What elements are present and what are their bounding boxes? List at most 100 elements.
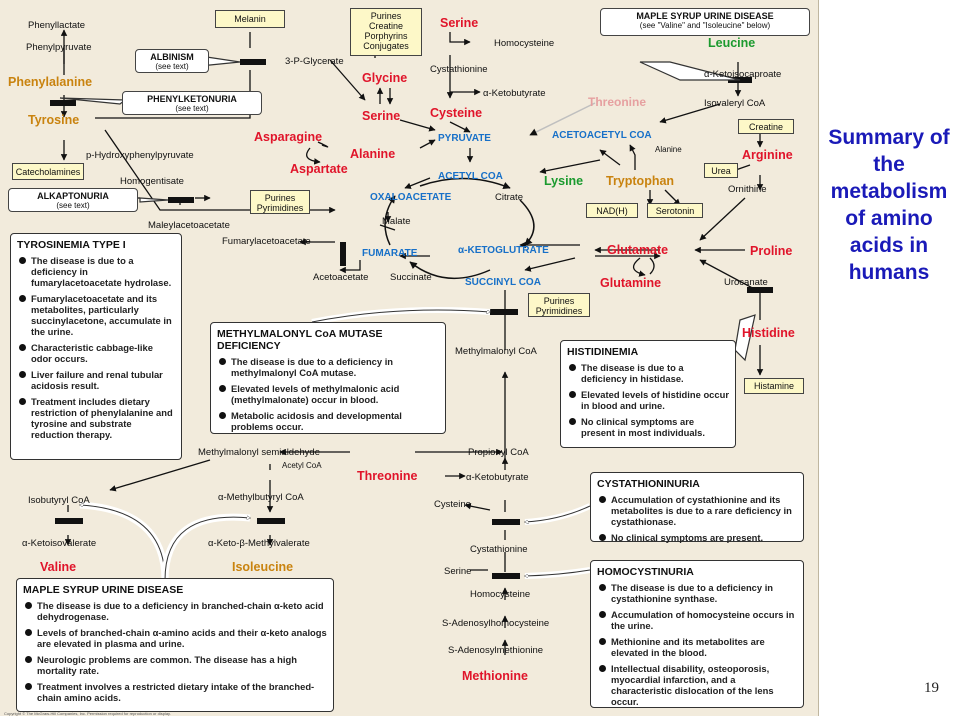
alkaptonuria-title: ALKAPTONURIA — [37, 191, 109, 201]
glycine-label: Glycine — [362, 71, 407, 85]
tyrosine-label: Tyrosine — [28, 113, 79, 127]
creatine-top-line: Creatine — [368, 21, 404, 31]
copyright-notice: Copyright © The McGraw-Hill Companies, I… — [4, 711, 171, 716]
pathway-lines — [60, 29, 764, 655]
homocystinuria-item: Methionine and its metabolites are eleva… — [599, 636, 797, 658]
citrate-label: Citrate — [495, 192, 523, 203]
urea-box: Urea — [704, 163, 738, 178]
lysine-label: Lysine — [544, 174, 583, 188]
central-metabolite-labels: PYRUVATE ACETOACETYL COA ACETYL COA OXAL… — [362, 130, 652, 288]
succinate-label: Succinate — [390, 272, 432, 283]
methylmalonyl-coa-label: Methylmalonyl CoA — [455, 346, 537, 357]
page-number: 19 — [924, 680, 939, 696]
phenyl-amino-acid-labels: Phenylalanine Tyrosine Tryptophan Isoleu… — [8, 75, 674, 574]
threonine-faded-arrow — [529, 102, 596, 136]
tryptophan-label: Tryptophan — [606, 174, 674, 188]
alkaptonuria-sub: (see text) — [56, 201, 90, 210]
purines-mid-line: Purines — [264, 193, 296, 203]
homocystinuria-item: The disease is due to a deficiency in cy… — [599, 582, 797, 604]
purines-top-line: Purines — [370, 11, 402, 21]
methylmalonyl-semialdehyde-label: Methylmalonyl semialdehyde — [198, 447, 320, 458]
fumarylacetoacetate-label: Fumarylacetoacetate — [222, 236, 311, 247]
tyrosinemia-item: Liver failure and renal tubular acidosis… — [19, 369, 175, 391]
tca-cycle — [384, 177, 535, 280]
serine-mid-label: Serine — [362, 109, 400, 123]
glutamate-label: Glutamate — [607, 243, 668, 257]
homocystinuria-box: HOMOCYSTINURIA The disease is due to a d… — [590, 560, 804, 708]
ornithine-label: Ornithine — [728, 184, 767, 195]
cystathionine-top-label: Cystathionine — [430, 64, 488, 75]
propionyl-coa-label: Propionyl CoA — [468, 447, 529, 458]
proline-label: Proline — [750, 244, 792, 258]
ketoisovalerate-label: α-Ketoisovalerate — [22, 538, 96, 549]
albinism-title: ALBINISM — [150, 52, 194, 62]
cystathionine-low-label: Cystathionine — [470, 544, 528, 555]
purines-top-box: Purines Creatine Porphyrins Conjugates — [350, 8, 422, 56]
acetyl-coa-small-label: Acetyl CoA — [282, 461, 322, 470]
ketobutyrate-low-label: α-Ketobutyrate — [466, 472, 529, 483]
histidinemia-box: HISTIDINEMIA The disease is due to a def… — [560, 340, 736, 448]
cystathioninuria-title: CYSTATHIONINURIA — [597, 478, 700, 490]
mma-box: METHYLMALONYL CoA MUTASE DEFICIENCY The … — [210, 322, 446, 434]
alkaptonuria-label-box: ALKAPTONURIA (see text) — [8, 188, 138, 212]
asparagine-label: Asparagine — [254, 130, 322, 144]
green-amino-acid-labels: Leucine Lysine — [544, 36, 755, 188]
serine-top-label: Serine — [440, 16, 478, 30]
fumarate-label: FUMARATE — [362, 248, 418, 259]
mma-item: The disease is due to a deficiency in me… — [219, 356, 439, 378]
acetoacetyl-coa-label: ACETOACETYL COA — [552, 130, 652, 141]
homocystinuria-item: Accumulation of homocysteine occurs in t… — [599, 609, 797, 631]
phenylpyruvate-label: Phenylpyruvate — [26, 42, 91, 53]
oxaloacetate-label: OXALOACETATE — [370, 192, 452, 203]
mma-item: Elevated levels of methylmalonic acid (m… — [219, 383, 439, 405]
ketobutyrate-top-label: α-Ketobutyrate — [483, 88, 546, 99]
homocystinuria-item: Intellectual disability, osteoporosis, m… — [599, 663, 797, 707]
pyrimidines-mid-line: Pyrimidines — [256, 203, 304, 213]
serotonin-box: Serotonin — [647, 203, 703, 218]
mma-title: METHYLMALONYL CoA MUTASE DEFICIENCY — [217, 328, 383, 352]
msud-bottom-title: MAPLE SYRUP URINE DISEASE — [23, 584, 184, 596]
creatine-box: Creatine — [738, 119, 794, 134]
purines-low-box: Purines Pyrimidines — [528, 293, 590, 317]
msud-bottom-item: Levels of branched-chain α-amino acids a… — [25, 627, 327, 649]
pku-title: PHENYLKETONURIA — [147, 94, 237, 104]
serine-low-label: Serine — [444, 566, 471, 577]
msud-top-title: MAPLE SYRUP URINE DISEASE — [636, 11, 774, 21]
leucine-label: Leucine — [708, 36, 755, 50]
pathway-diagram: Serine Glycine Serine Cysteine Asparagin… — [8, 16, 795, 683]
cystathioninuria-item: No clinical symptoms are present. — [599, 532, 797, 543]
tyrosinemia-title: TYROSINEMIA TYPE I — [17, 239, 126, 251]
maleylacetoacetate-label: Maleylacetoacetate — [148, 220, 230, 231]
tyrosinemia-item: Characteristic cabbage-like odor occurs. — [19, 342, 175, 364]
p-hydroxyphenylpyruvate-label: p-Hydroxyphenylpyruvate — [86, 150, 194, 161]
malate-label: Malate — [382, 216, 411, 227]
mma-item: Metabolic acidosis and developmental pro… — [219, 410, 439, 432]
tyrosinemia-box: TYROSINEMIA TYPE I The disease is due to… — [10, 233, 182, 460]
pku-sub: (see text) — [175, 104, 209, 113]
msud-bottom-item: Treatment involves a restricted dietary … — [25, 681, 327, 703]
acetoacetate-label: Acetoacetate — [313, 272, 368, 283]
alanine-small-label: Alanine — [655, 145, 682, 154]
homocystinuria-title: HOMOCYSTINURIA — [597, 566, 694, 578]
valine-label: Valine — [40, 560, 76, 574]
msud-top-box: MAPLE SYRUP URINE DISEASE (see "Valine" … — [600, 8, 810, 36]
ketoisocaproate-label: α-Ketoisocaproate — [704, 69, 781, 80]
threonine-faded-label: Threonine — [588, 95, 646, 109]
intermediate-labels: Phenyllactate Phenylpyruvate 3-P-Glycera… — [22, 20, 781, 656]
acetyl-coa-label: ACETYL COA — [438, 171, 503, 182]
metabolism-figure: Serine Glycine Serine Cysteine Asparagin… — [0, 0, 819, 716]
conjugates-top-line: Conjugates — [363, 41, 409, 51]
histidinemia-title: HISTIDINEMIA — [567, 346, 639, 358]
catecholamines-box: Catecholamines — [12, 163, 84, 180]
slide-title: Summary of the metabolism of amino acids… — [828, 126, 950, 284]
albinism-label-box: ALBINISM (see text) — [135, 49, 209, 73]
urocanate-label: Urocanate — [724, 277, 768, 288]
porphyrins-top-line: Porphyrins — [364, 31, 408, 41]
threonine-label: Threonine — [357, 469, 417, 483]
alanine-label: Alanine — [350, 147, 395, 161]
keto-methylvalerate-label: α-Keto-β-Methylvalerate — [208, 538, 310, 549]
three-p-glycerate-label: 3-P-Glycerate — [285, 56, 344, 67]
arginine-label: Arginine — [742, 148, 793, 162]
white-curve-arrows — [80, 306, 592, 581]
msud-bottom-item: The disease is due to a deficiency in br… — [25, 600, 327, 622]
